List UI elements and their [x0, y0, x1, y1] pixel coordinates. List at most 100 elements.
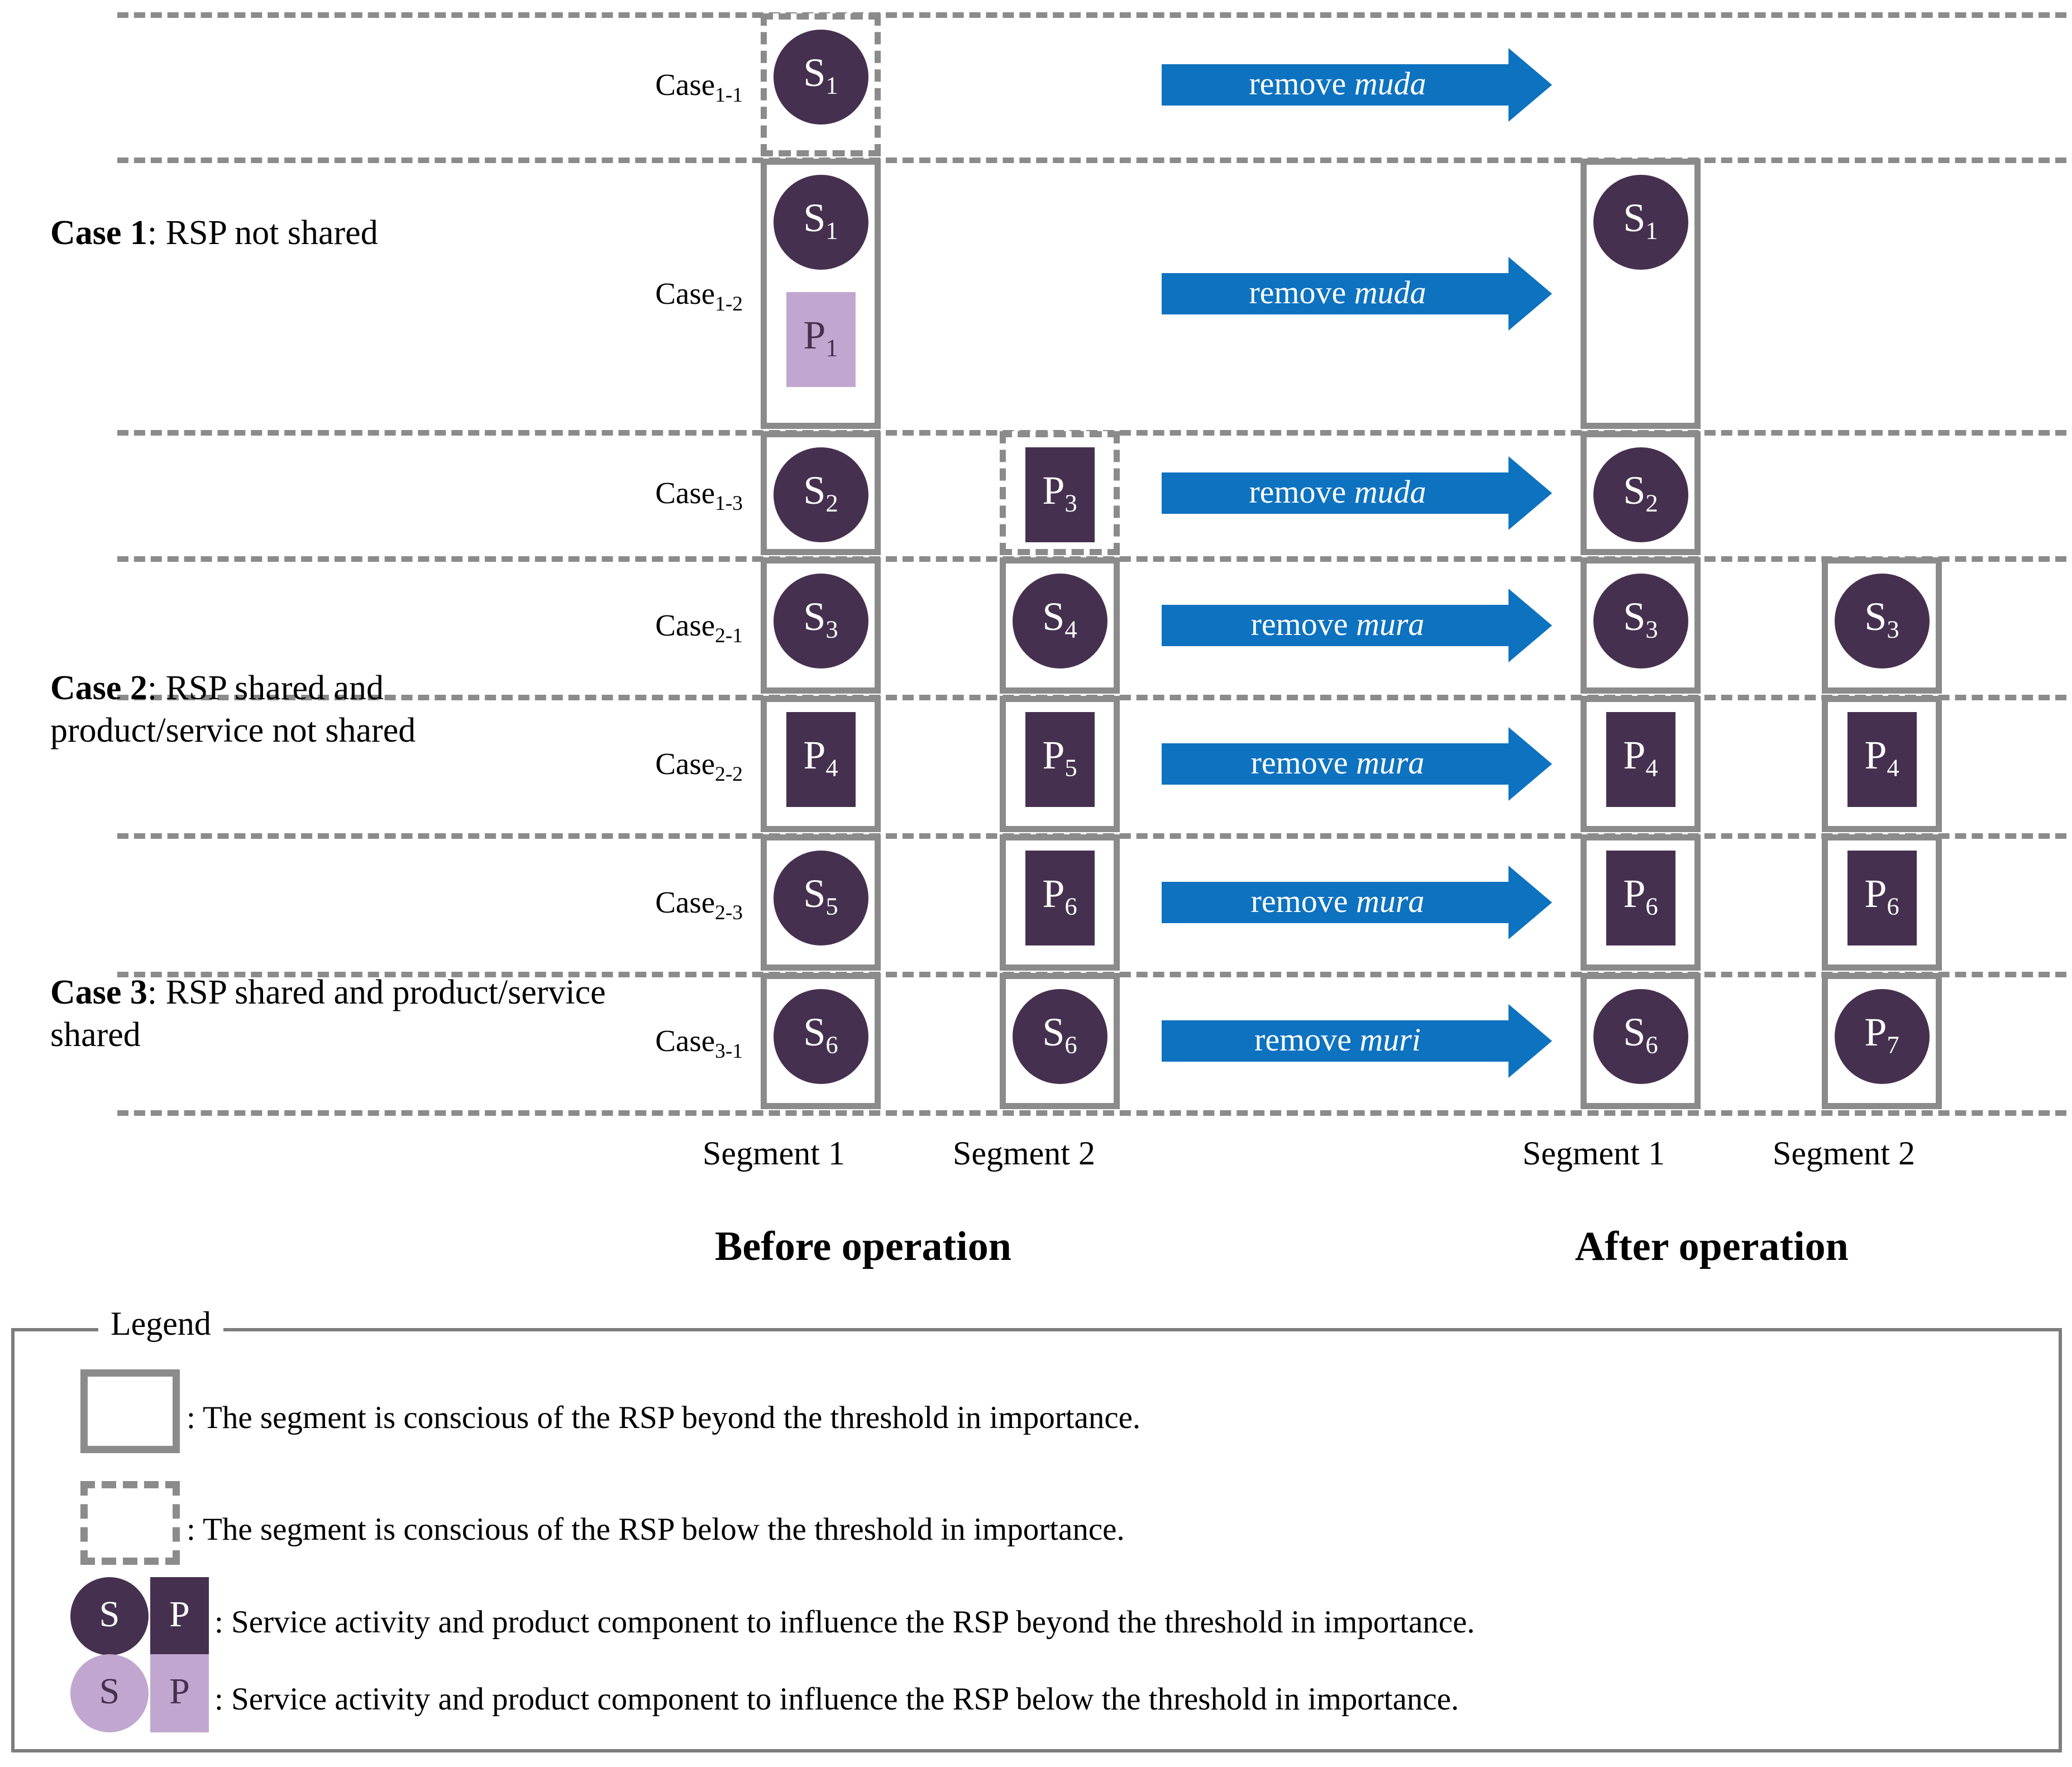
arrow-verb: remove: [1254, 1021, 1352, 1058]
legend-token-circle-light: S: [70, 1654, 149, 1732]
case-group-prefix: Case 1: [50, 214, 147, 252]
legend-token-circle-letter: S: [99, 1594, 120, 1635]
arrow-head: [1508, 1004, 1552, 1078]
case-group-description: : RSP not shared: [147, 214, 378, 252]
token-index: 3: [1887, 615, 1899, 643]
token-letter: P: [1864, 871, 1887, 916]
token-label: P6: [1042, 873, 1077, 919]
arrow-body: remove muda: [1162, 64, 1509, 106]
token-index: 2: [825, 489, 838, 517]
token-p6: P6: [1025, 851, 1095, 945]
token-index: 3: [825, 615, 838, 643]
token-index: 1: [1645, 216, 1658, 245]
arrow-label: remove mura: [1251, 747, 1425, 779]
token-letter: P: [1623, 733, 1646, 778]
token-label: S3: [1623, 596, 1658, 642]
case-sub-index: 3-1: [715, 1039, 743, 1063]
legend-token-square-light: P: [150, 1654, 209, 1732]
arrow-verb: remove: [1249, 474, 1347, 510]
token-index: 7: [1887, 1030, 1899, 1059]
token-s6: S6: [1012, 989, 1107, 1084]
before-operation-title: Before operation: [715, 1224, 1011, 1269]
case-sub-index: 1-2: [715, 292, 743, 316]
case-group-prefix: Case 2: [50, 669, 147, 707]
token-s1: S1: [1593, 175, 1688, 270]
token-letter: S: [1623, 1010, 1646, 1055]
token-index: 3: [1645, 615, 1658, 643]
token-s2: S2: [773, 447, 868, 542]
token-label: P5: [1042, 735, 1077, 780]
token-index: 6: [825, 1030, 838, 1059]
legend-text-2: : Service activity and product component…: [214, 1604, 1475, 1640]
token-index: 2: [1645, 489, 1658, 517]
legend-token-circle-dark: S: [70, 1577, 149, 1655]
token-label: S1: [1623, 198, 1658, 243]
token-letter: P: [1864, 1010, 1887, 1055]
operation-arrow-case3-1: remove muri: [1162, 1004, 1552, 1078]
case-group-label-2: Case 2: RSP shared and product/service n…: [50, 667, 598, 752]
case-sub-index: 2-2: [715, 762, 743, 786]
case-sub-label-case1-2: Case1-2: [581, 278, 743, 314]
row-separator-0: [117, 12, 2066, 18]
token-letter: S: [803, 195, 826, 241]
case-group-label-1: Case 1: RSP not shared: [50, 212, 642, 255]
token-p1: P1: [786, 292, 856, 387]
token-label: S4: [1042, 596, 1077, 642]
token-index: 6: [1064, 892, 1077, 920]
arrow-body: remove mura: [1162, 882, 1509, 923]
arrow-verb: remove: [1249, 65, 1347, 102]
legend-token-square-dark: P: [150, 1577, 209, 1655]
token-s1: S1: [773, 175, 868, 270]
token-index: 1: [825, 71, 838, 99]
token-index: 1: [825, 216, 838, 245]
arrow-label: remove muda: [1249, 276, 1426, 309]
token-index: 4: [825, 753, 838, 782]
token-label: P4: [1864, 735, 1899, 780]
token-letter: S: [803, 594, 826, 639]
arrow-term: muda: [1354, 65, 1426, 102]
column-caption-before-seg2: Segment 2: [953, 1135, 1095, 1172]
column-caption-before-seg1: Segment 1: [703, 1135, 845, 1172]
token-index: 6: [1064, 1030, 1077, 1059]
column-caption-after-seg2: Segment 2: [1773, 1135, 1915, 1172]
case-sub-index: 1-3: [715, 491, 743, 515]
operation-arrow-case2-3: remove mura: [1162, 866, 1552, 939]
case-sub-main: Case: [655, 885, 715, 919]
arrow-term: muri: [1359, 1021, 1421, 1058]
arrow-body: remove mura: [1162, 743, 1509, 785]
arrow-label: remove muda: [1249, 476, 1426, 508]
legend-text-1: : The segment is conscious of the RSP be…: [187, 1512, 1125, 1547]
legend-token-circle-letter: S: [99, 1671, 120, 1712]
token-s3: S3: [773, 574, 868, 668]
arrow-head: [1508, 866, 1552, 939]
case-sub-label-case1-3: Case1-3: [581, 477, 743, 514]
legend-text-0: : The segment is conscious of the RSP be…: [187, 1400, 1141, 1435]
token-letter: P: [803, 733, 826, 778]
token-letter: S: [1042, 594, 1065, 639]
arrow-head: [1508, 48, 1552, 122]
token-letter: S: [1623, 594, 1646, 639]
token-p4: P4: [786, 712, 856, 807]
arrow-body: remove mura: [1162, 605, 1509, 646]
arrow-term: muda: [1354, 274, 1426, 311]
token-index: 4: [1064, 615, 1077, 643]
case-sub-label-case2-2: Case2-2: [581, 748, 743, 785]
operation-arrow-case1-2: remove muda: [1162, 257, 1552, 331]
token-s6: S6: [1593, 989, 1688, 1084]
case-sub-label-case2-3: Case2-3: [581, 887, 743, 923]
case-sub-main: Case: [655, 476, 715, 510]
token-letter: P: [1623, 871, 1646, 916]
operation-arrow-case1-3: remove muda: [1162, 456, 1552, 530]
token-label: S1: [803, 198, 838, 243]
token-s3: S3: [1834, 574, 1930, 668]
arrow-head: [1508, 727, 1552, 801]
after-operation-title: After operation: [1575, 1224, 1849, 1269]
token-label: P4: [1623, 735, 1658, 780]
token-index: 5: [825, 892, 838, 920]
token-p3: P3: [1025, 447, 1095, 542]
token-label: P7: [1864, 1012, 1899, 1057]
token-letter: S: [803, 50, 826, 95]
token-label: S2: [803, 470, 838, 515]
token-label: P6: [1623, 873, 1658, 919]
